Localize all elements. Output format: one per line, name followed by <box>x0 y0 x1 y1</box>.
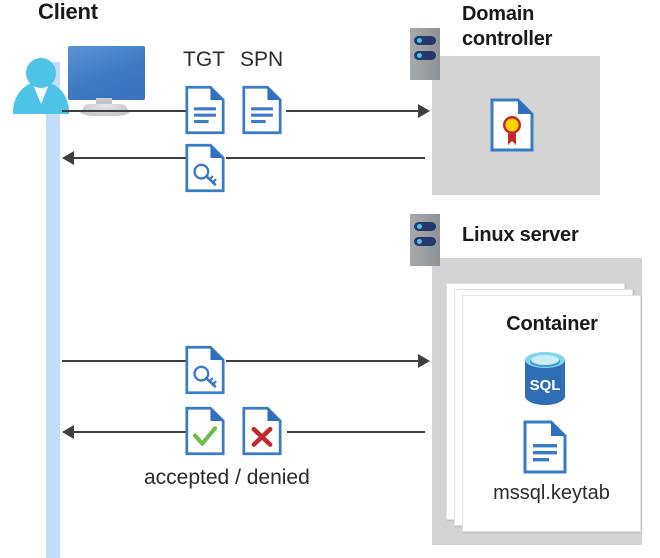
domain-controller-server-icon <box>410 28 440 80</box>
message-1-line-right <box>286 110 422 112</box>
message-4-arrowhead-left <box>62 425 74 439</box>
message-4-line-right <box>287 431 425 433</box>
text-document-icon-spn <box>242 85 282 135</box>
message-2-line-right <box>226 157 425 159</box>
certificate-document-icon <box>490 98 534 152</box>
key-document-icon-2 <box>185 345 225 395</box>
message-2-line-left <box>74 157 186 159</box>
linux-server-server-icon <box>410 214 440 266</box>
domain-controller-label-line1: Domain <box>462 3 535 25</box>
domain-controller-label-line2: controller <box>462 28 553 50</box>
message-4-line-left <box>74 431 186 433</box>
container-card-front[interactable]: Container SQL mssql.keytab <box>462 295 641 532</box>
container-label: Container <box>506 313 598 335</box>
message-3-line-left <box>62 360 186 362</box>
text-document-icon-tgt <box>185 85 225 135</box>
client-label: Client <box>38 0 98 24</box>
linux-server-label: Linux server <box>462 224 579 246</box>
message-1-line-left <box>62 110 186 112</box>
approved-document-icon <box>185 406 225 456</box>
keytab-filename-label: mssql.keytab <box>493 482 610 504</box>
message-1-label-tgt: TGT <box>183 48 225 71</box>
client-lifeline <box>46 62 60 558</box>
message-1-label-spn: SPN <box>240 48 284 71</box>
key-document-icon-1 <box>185 143 225 193</box>
message-2-arrowhead-left <box>62 151 74 165</box>
message-3-arrowhead-right <box>418 354 430 368</box>
sql-database-icon: SQL <box>521 350 569 411</box>
text-document-icon-keytab <box>523 420 567 479</box>
message-3-line-right <box>226 360 422 362</box>
svg-text:SQL: SQL <box>530 377 561 394</box>
denied-document-icon <box>242 406 282 456</box>
client-workstation-icon <box>8 20 145 116</box>
message-4-caption: accepted / denied <box>144 466 310 489</box>
message-1-arrowhead-right <box>418 104 430 118</box>
person-head <box>26 58 56 88</box>
monitor-screen <box>68 46 145 100</box>
